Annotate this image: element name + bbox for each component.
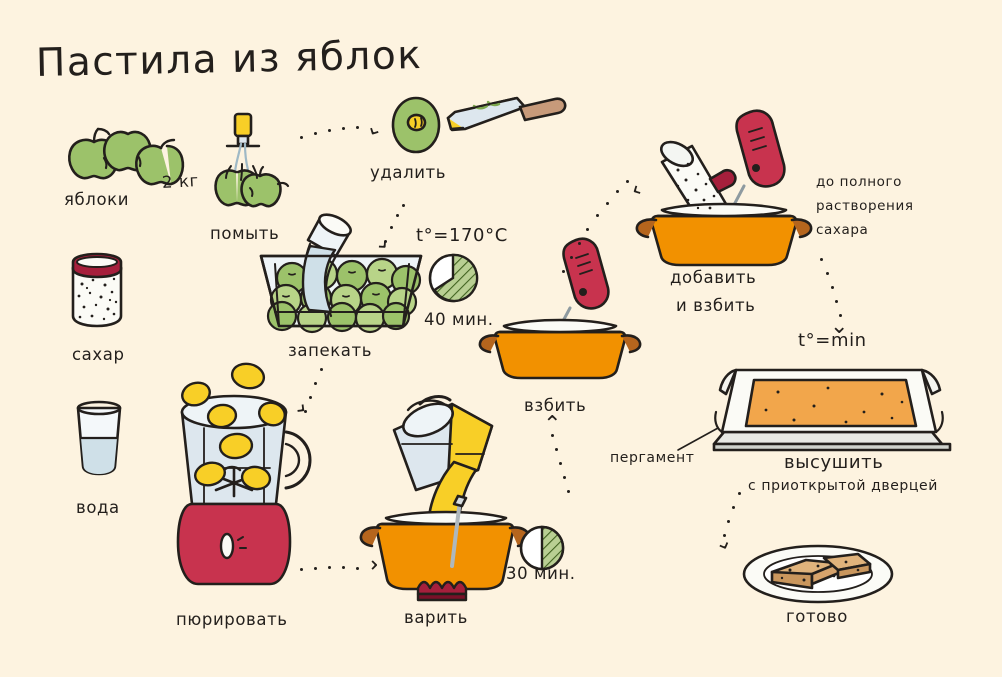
puree-blender-illustration <box>160 362 332 600</box>
water-illustration <box>70 400 128 480</box>
ingredient-label-sugar: сахар <box>72 345 125 364</box>
step-label-boil: варить <box>404 608 468 627</box>
bake-illustration <box>256 213 446 338</box>
ingredient-label-water: вода <box>76 498 120 517</box>
step-label-remove: удалить <box>370 163 447 182</box>
boil-timer-chart <box>518 524 566 572</box>
whip-illustration <box>478 236 642 380</box>
parchment-label: пергамент <box>610 450 695 466</box>
step-label-done: готово <box>786 607 848 626</box>
sugar-note-line-3: сахара <box>816 222 869 238</box>
add-and-whip-illustration <box>635 108 816 278</box>
bake-time: 40 мин. <box>424 310 494 329</box>
dry-note: с приоткрытой дверцей <box>748 478 938 494</box>
ingredient-label-apples: яблоки <box>64 190 130 209</box>
sugar-illustration <box>66 252 128 330</box>
dry-temperature: t°=min <box>798 330 867 351</box>
step-label-wash: помыть <box>210 224 280 243</box>
ingredient-amount-apples: 2 кг <box>161 171 200 192</box>
step-label-whip: взбить <box>524 396 587 415</box>
apples-illustration <box>48 126 185 188</box>
step-label-dry: высушить <box>784 452 884 473</box>
step-label-puree: пюрировать <box>176 610 288 629</box>
sugar-note-line-2: растворения <box>816 198 914 214</box>
step-label-add: добавить <box>670 268 757 287</box>
done-plate-illustration <box>742 536 894 606</box>
step-label-bake: запекать <box>288 341 373 360</box>
boil-time: 30 мин. <box>506 564 576 583</box>
boil-illustration <box>356 395 536 608</box>
wash-illustration <box>205 110 315 220</box>
step-label-add-2: и взбить <box>676 296 756 315</box>
sugar-note-line-1: до полного <box>816 174 903 190</box>
bake-temperature: t°=170°C <box>416 225 508 246</box>
bake-timer-chart <box>427 252 479 304</box>
remove-core-illustration <box>390 92 580 164</box>
dry-tray-illustration <box>677 358 952 458</box>
page-title: Пастила из яблок <box>35 32 423 87</box>
